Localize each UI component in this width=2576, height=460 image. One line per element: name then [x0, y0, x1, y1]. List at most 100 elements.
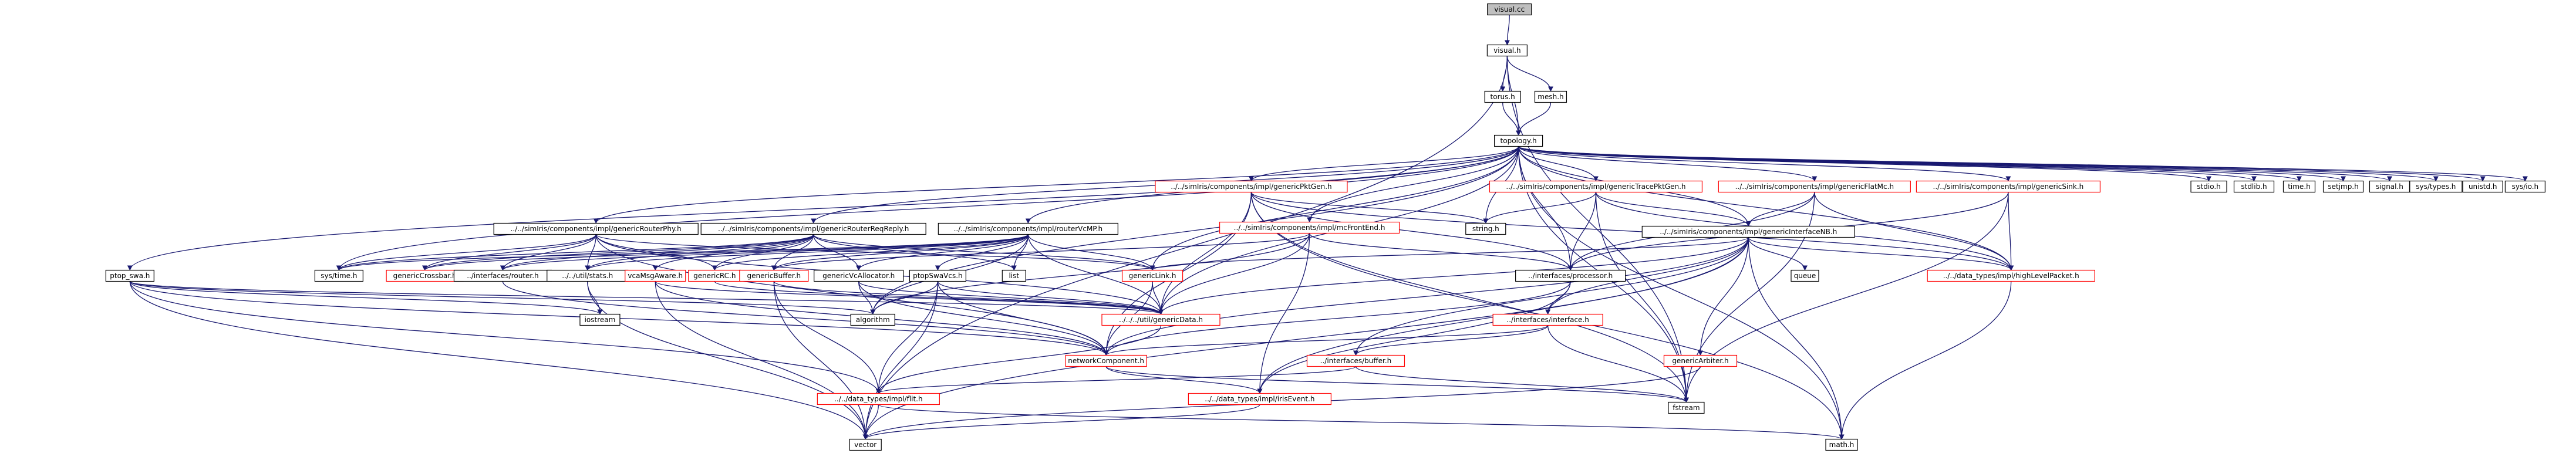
node-box: [938, 222, 1118, 235]
node-label: ../interfaces/buffer.h: [1320, 357, 1392, 365]
node-ptopswavcs[interactable]: ptopSwaVcs.h: [909, 269, 966, 282]
node-label: ../../data_types/impl/irisEvent.h: [1205, 395, 1314, 403]
node-mesh-h[interactable]: mesh.h: [1534, 90, 1567, 103]
node-box: [1534, 90, 1567, 103]
node-genericbuffer[interactable]: genericBuffer.h: [739, 269, 809, 282]
node-time-h[interactable]: time.h: [2282, 180, 2316, 193]
edge-ifbuffer-to-flit_h: [876, 366, 1357, 394]
edge-interfacenb-to-queue: [1748, 237, 1808, 271]
node-genericrc[interactable]: genericRC.h: [688, 269, 741, 282]
node-torus-h[interactable]: torus.h: [1484, 90, 1521, 103]
node-ifinterface[interactable]: ../interfaces/interface.h: [1492, 313, 1603, 326]
node-box: [314, 269, 363, 282]
node-box: [700, 222, 926, 235]
node-string-h[interactable]: string.h: [1465, 222, 1506, 235]
node-label: list: [1009, 272, 1019, 280]
node-signal-h[interactable]: signal.h: [2369, 180, 2410, 193]
node-box: [1494, 134, 1543, 147]
node-interfacenb[interactable]: ../../simIris/components/impl/genericInt…: [1641, 225, 1855, 238]
edge-ptop_swa-to-vector: [129, 281, 868, 440]
node-genericdata[interactable]: ../../../util/genericData.h: [1101, 313, 1220, 326]
node-topology-h[interactable]: topology.h: [1494, 134, 1543, 147]
node-label: ../../simIris/components/impl/genericRou…: [718, 225, 909, 233]
node-vector[interactable]: vector: [849, 438, 882, 451]
node-genericvcalloc[interactable]: genericVcAllocator.h: [814, 269, 904, 282]
edge-networkcomponent-to-fstream: [1105, 366, 1689, 403]
node-mcfrontend[interactable]: ../../simIris/components/impl/mcFrontEnd…: [1219, 221, 1400, 234]
node-box: [1484, 90, 1521, 103]
edge-interfacenb-to-genericlink: [1149, 236, 1749, 271]
node-unistd-h[interactable]: unistd.h: [2462, 180, 2503, 193]
node-ifbuffer[interactable]: ../interfaces/buffer.h: [1306, 354, 1405, 367]
node-label: genericRC.h: [693, 272, 736, 280]
node-label: ../interfaces/processor.h: [1528, 272, 1613, 280]
node-math-h[interactable]: math.h: [1825, 438, 1858, 451]
node-systypes-h[interactable]: sys/types.h: [2409, 180, 2463, 193]
node-box: [1515, 269, 1626, 282]
node-tracepktgen[interactable]: ../../simIris/components/impl/genericTra…: [1489, 180, 1703, 193]
node-label: genericBuffer.h: [747, 272, 801, 280]
node-flit-h[interactable]: ../../data_types/impl/flit.h: [817, 393, 940, 405]
node-routervcmp[interactable]: ../../simIris/components/impl/routerVcMP…: [938, 222, 1118, 235]
edge-mesh_h-to-topology_h: [1516, 102, 1552, 136]
node-stdlib-h[interactable]: stdlib.h: [2233, 180, 2275, 193]
node-box: [1916, 180, 2101, 193]
edge-ptop_swa-to-genericdata: [129, 280, 1164, 315]
edge-interfacenb-to-ifbuffer: [1353, 237, 1749, 356]
node-genericcrossbar[interactable]: genericCrossbar.h: [386, 269, 464, 282]
node-genericsink[interactable]: ../../simIris/components/impl/genericSin…: [1916, 180, 2101, 193]
edge-irisevent-to-vector: [862, 404, 1260, 440]
node-label: ptop_swa.h: [110, 272, 150, 280]
node-stdio-h[interactable]: stdio.h: [2190, 180, 2227, 193]
node-box: [1065, 354, 1147, 367]
node-queue[interactable]: queue: [1791, 269, 1819, 282]
node-ptop-swa[interactable]: ptop_swa.h: [105, 269, 154, 282]
node-utildata[interactable]: ../../util/stats.h: [547, 269, 629, 282]
node-networkcomponent[interactable]: networkComponent.h: [1065, 354, 1147, 367]
node-label: torus.h: [1491, 93, 1515, 101]
edge-genericsink-to-fstream: [1683, 192, 2009, 403]
node-vcamag[interactable]: vcaMsgAware.h: [625, 269, 686, 282]
edge-topology_h-to-genericsink: [1518, 146, 2011, 182]
node-setjmp-h[interactable]: setjmp.h: [2322, 180, 2364, 193]
node-irisevent[interactable]: ../../data_types/impl/irisEvent.h: [1188, 393, 1331, 405]
edge-interfacenb-to-genericdata: [1158, 237, 1749, 315]
edge-genericsink-to-highlevelpacket: [2008, 192, 2014, 271]
node-label: queue: [1794, 272, 1816, 280]
edge-networkcomponent-to-irisevent: [1105, 366, 1263, 394]
node-box: [2462, 180, 2503, 193]
node-label: ../../simIris/components/impl/mcFrontEnd…: [1234, 224, 1385, 232]
node-iostream[interactable]: iostream: [579, 313, 621, 326]
edge-mcfrontend-to-algorithm: [870, 233, 1310, 315]
node-label: vector: [854, 441, 876, 449]
node-routerphy[interactable]: ../../simIris/components/impl/genericRou…: [493, 222, 699, 235]
node-box: [1306, 354, 1405, 367]
node-visual-cc[interactable]: visual.cc: [1487, 3, 1532, 16]
node-box: [1155, 180, 1348, 193]
node-label: ../../simIris/components/impl/genericFla…: [1735, 182, 1894, 191]
node-genericlink[interactable]: genericLink.h: [1121, 269, 1184, 282]
node-sysio-h[interactable]: sys/io.h: [2504, 180, 2545, 193]
node-routerreqreply[interactable]: ../../simIris/components/impl/genericRou…: [700, 222, 926, 235]
node-pktgen[interactable]: ../../simIris/components/impl/genericPkt…: [1155, 180, 1348, 193]
edge-ifbuffer-to-fstream: [1355, 366, 1689, 403]
node-highlevelpacket[interactable]: ../../data_types/impl/highLevelPacket.h: [1927, 269, 2095, 282]
node-list[interactable]: list: [1002, 269, 1026, 282]
edge-routervcmp-to-genericlink: [1027, 234, 1155, 271]
node-ifprocessor[interactable]: ../interfaces/processor.h: [1515, 269, 1626, 282]
node-flatmc[interactable]: ../../simIris/components/impl/genericFla…: [1718, 180, 1911, 193]
edge-ptopswavcs-to-networkcomponent: [937, 281, 1109, 356]
node-ifrouter[interactable]: ../interfaces/router.h: [453, 269, 552, 282]
node-genericarbiter[interactable]: genericArbiter.h: [1663, 354, 1738, 367]
edge-highlevelpacket-to-math_h: [1839, 281, 2012, 440]
node-box: [2282, 180, 2316, 193]
edge-ifinterface-to-ifbuffer: [1353, 325, 1549, 356]
node-visual-h[interactable]: visual.h: [1486, 44, 1528, 57]
edge-interfacenb-to-math_h: [1748, 237, 1845, 440]
node-algorithm[interactable]: algorithm: [850, 313, 895, 326]
edge-routerphy-to-systime_h: [336, 234, 596, 271]
node-systime-h[interactable]: sys/time.h: [314, 269, 363, 282]
edge-visual_cc-to-visual_h: [1504, 15, 1510, 46]
node-fstream[interactable]: fstream: [1668, 401, 1705, 414]
edge-topology_h-to-sysio_h: [1518, 146, 2528, 182]
